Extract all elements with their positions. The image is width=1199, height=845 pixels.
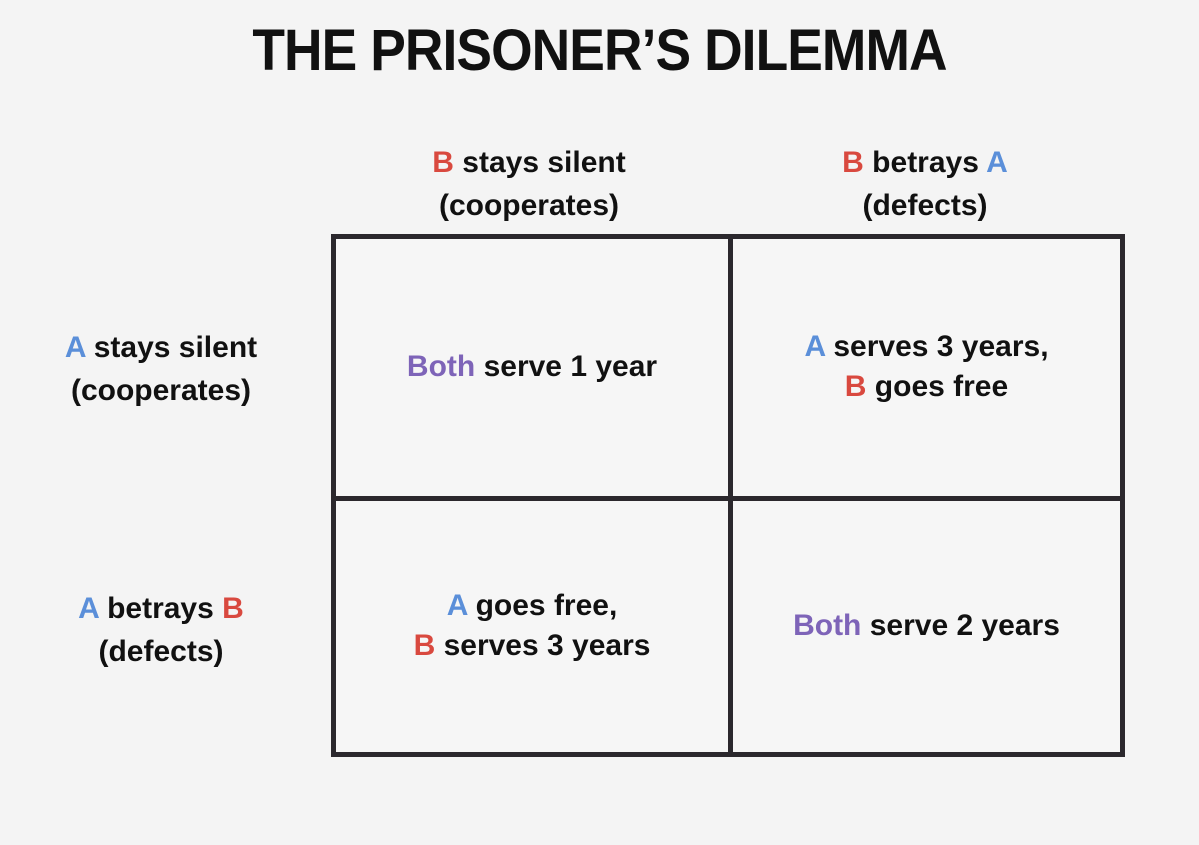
row-header-a-cooperates: A stays silent (cooperates) (0, 327, 322, 412)
cell-line1: Both serve 1 year (407, 350, 657, 383)
row-header-line1: A betrays B (0, 588, 322, 631)
cell-line2-text: goes free (866, 370, 1009, 404)
cell-line1-text: goes free, (467, 589, 618, 623)
player-a-token: A (446, 589, 468, 623)
player-a-token: A (804, 330, 825, 364)
column-header-b-cooperates: B stays silent (cooperates) (331, 142, 727, 227)
cell-line1-text: serve 1 year (475, 350, 658, 384)
column-header-line1-text: stays silent (453, 146, 626, 179)
row-header-line1-text: stays silent (85, 331, 258, 364)
row-header-line1: A stays silent (0, 327, 322, 370)
player-b-token: B (413, 629, 436, 663)
row-header-line2: (defects) (98, 634, 224, 668)
cell-line1-text: serve 2 years (861, 609, 1060, 643)
cell-line1-text: serves 3 years, (825, 330, 1049, 364)
cell-betray-betray: Both serve 2 years (728, 495, 1120, 752)
cell-silent-betray: A serves 3 years, B goes free (728, 239, 1120, 496)
cell-betray-silent: A goes free, B serves 3 years (336, 495, 728, 752)
player-a-token: A (986, 146, 1008, 179)
both-token: Both (406, 350, 476, 384)
cell-line2-text: serves 3 years (435, 629, 651, 663)
column-header-line2: (cooperates) (438, 188, 620, 222)
page-title: THE PRISONER’S DILEMMA (252, 18, 947, 83)
player-b-token: B (844, 370, 867, 404)
player-b-token: B (842, 146, 864, 179)
player-b-token: B (222, 592, 244, 625)
cell-line1: A goes free, (414, 586, 651, 626)
payoff-matrix: Both serve 1 year A serves 3 years, B go… (331, 234, 1125, 757)
column-header-line2: (defects) (862, 188, 988, 222)
player-a-token: A (64, 331, 86, 364)
both-token: Both (793, 609, 862, 643)
cell-line2: B serves 3 years (414, 626, 651, 666)
cell-line2: B goes free (804, 367, 1048, 407)
row-header-a-defects: A betrays B (defects) (0, 588, 322, 673)
column-header-b-defects: B betrays A (defects) (727, 142, 1123, 227)
cell-line1: A serves 3 years, (804, 327, 1048, 367)
row-header-line1-text: betrays (98, 592, 223, 625)
row-header-line2: (cooperates) (70, 373, 252, 407)
column-header-line1: B stays silent (331, 142, 727, 185)
player-a-token: A (78, 592, 99, 625)
column-header-line1-text: betrays (863, 146, 987, 179)
player-b-token: B (432, 146, 454, 179)
cell-silent-silent: Both serve 1 year (336, 239, 728, 496)
cell-line1: Both serve 2 years (793, 609, 1060, 642)
column-header-line1: B betrays A (727, 142, 1123, 185)
